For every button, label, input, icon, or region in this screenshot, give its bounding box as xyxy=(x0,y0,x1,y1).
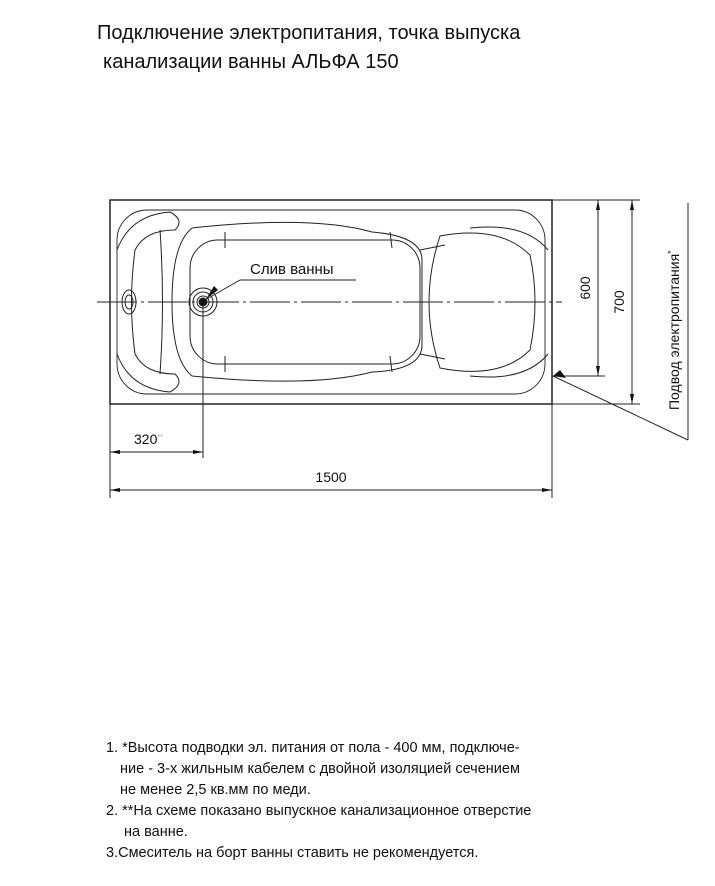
dim-label-700: 700 xyxy=(611,290,627,314)
tub-backrest xyxy=(428,232,536,372)
note-3: 3.Смеситель на борт ванны ставить не рек… xyxy=(106,845,479,861)
note-1-line-1: 1. *Высота подводки эл. питания от пола … xyxy=(106,740,520,756)
drain-label: Слив ванны xyxy=(250,261,334,278)
title-line-1: Подключение электропитания, точка выпуск… xyxy=(97,22,521,44)
power-label: Подвод электропитания* xyxy=(666,250,682,410)
tub-basin xyxy=(171,221,423,382)
dim-label-600: 600 xyxy=(577,276,593,300)
power-leader xyxy=(552,375,689,441)
note-2-line-2: на ванне. xyxy=(124,824,188,840)
notes: 1. *Высота подводки эл. питания от пола … xyxy=(106,738,531,864)
dim-label-1500: 1500 xyxy=(315,469,346,485)
note-2-line-1: 2. **На схеме показано выпускное канализ… xyxy=(106,803,532,819)
dim-label-320: 320** xyxy=(134,431,163,447)
note-1-line-3: не менее 2,5 кв.мм по меди. xyxy=(120,782,311,798)
title-line-2: канализации ванны АЛЬФА 150 xyxy=(103,51,399,73)
note-1-line-2: ние - 3-х жильным кабелем с двойной изол… xyxy=(120,761,520,777)
